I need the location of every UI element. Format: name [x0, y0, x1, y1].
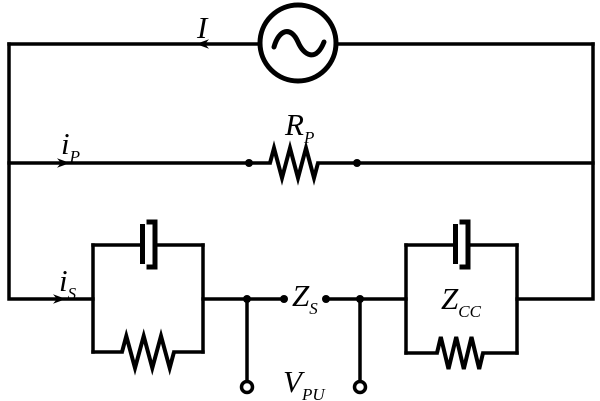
label-pickup-voltage-sub: PU	[301, 385, 325, 401]
node-dot-rp-right	[353, 159, 361, 167]
node-dot-zs-right	[322, 295, 330, 303]
capacitor-zcc-bracket	[459, 219, 471, 270]
label-source-current: I	[197, 12, 207, 43]
label-sensor-impedance-sub: S	[309, 299, 318, 318]
capacitor-zcc-icon	[453, 219, 471, 270]
wire-left-rail	[7, 42, 95, 301]
label-secondary-current: i S	[59, 263, 76, 302]
current-ip-arrow-icon	[57, 158, 70, 168]
capacitor-zs-icon	[140, 219, 158, 270]
label-primary-resistor-main: R	[285, 107, 304, 142]
label-secondary-current-main: i	[59, 263, 68, 298]
node-dot-probe-right	[356, 295, 364, 303]
label-pickup-voltage: V PU	[283, 364, 325, 401]
current-is-arrow-icon	[53, 294, 66, 304]
label-cable-impedance-main: Z	[441, 281, 459, 316]
label-source-current-main: I	[197, 10, 208, 45]
probe-terminal-right-icon	[352, 379, 368, 395]
capacitor-zs-bracket	[146, 219, 158, 270]
label-sensor-impedance-main: Z	[292, 278, 310, 313]
node-dot-probe-left	[243, 295, 251, 303]
label-primary-current-main: i	[61, 126, 70, 161]
ac-source-icon	[257, 2, 339, 84]
resistor-zs-icon	[120, 328, 176, 376]
label-sensor-impedance: Z S	[292, 278, 318, 317]
node-dot-rp-left	[245, 159, 253, 167]
probe-terminal-left-icon	[239, 379, 255, 395]
label-secondary-current-sub: S	[67, 284, 77, 303]
ac-source-sine	[271, 29, 327, 58]
wire-right-rail	[515, 42, 595, 301]
label-primary-current-sub: P	[69, 147, 81, 166]
node-dot-zs-left	[280, 295, 288, 303]
label-pickup-voltage-main: V	[283, 364, 302, 399]
current-I-arrow-icon	[196, 39, 209, 49]
label-primary-resistor: R P	[285, 107, 314, 146]
resistor-zcc-icon	[435, 336, 485, 370]
label-primary-resistor-sub: P	[303, 128, 315, 147]
label-primary-current: i P	[61, 126, 80, 165]
label-cable-impedance-sub: CC	[458, 302, 481, 321]
label-cable-impedance: Z CC	[441, 281, 481, 320]
resistor-rp-icon	[268, 140, 320, 186]
